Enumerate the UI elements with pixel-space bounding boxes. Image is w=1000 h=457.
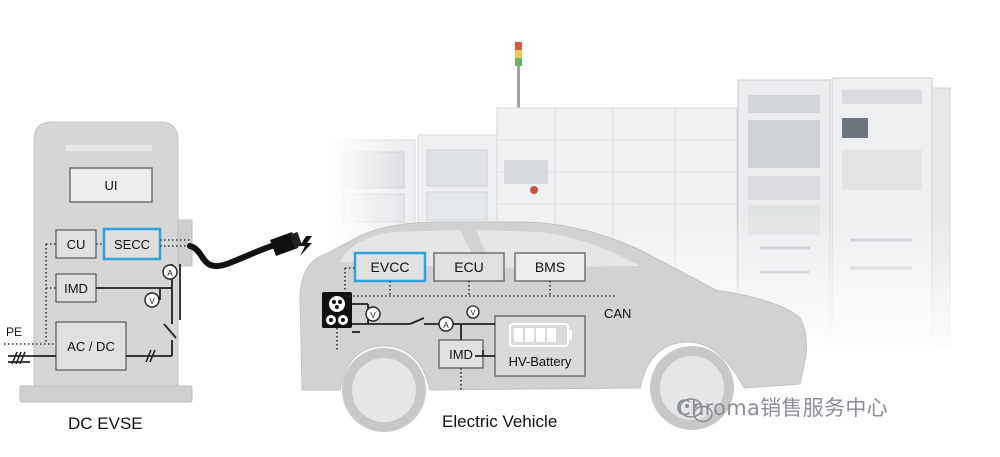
evse-voltmeter-icon [144, 292, 160, 308]
bms-label: BMS [535, 259, 565, 275]
lightning-icon [300, 236, 312, 256]
dc-evse-charger: UI CU SECC IMD AC / DC PE A V [4, 121, 193, 403]
battery-icon [509, 323, 572, 347]
hv-battery-label: HV-Battery [509, 354, 572, 369]
can-label: CAN [604, 306, 631, 321]
electric-vehicle: EVCC ECU BMS IMD HV-Battery CAN V A V [299, 221, 807, 432]
evse-voltmeter-label: V [149, 297, 155, 306]
secc-box [102, 227, 162, 261]
ev-voltmeter-label: V [370, 311, 376, 320]
acdc-box [55, 321, 127, 371]
electric-vehicle-label: Electric Vehicle [442, 412, 558, 431]
wechat-icon [679, 398, 713, 423]
ev-voltmeter-icon [365, 306, 381, 322]
secc-label: SECC [114, 237, 150, 252]
ev-imd-label: IMD [449, 347, 473, 362]
evse-ammeter-icon [162, 264, 178, 280]
charging-inlet-icon [322, 292, 352, 328]
ecu-label: ECU [454, 259, 484, 275]
bms-box [514, 252, 586, 282]
ev-voltmeter-2-icon [466, 305, 480, 319]
ev-ammeter-label: A [443, 321, 449, 330]
ui-box [69, 167, 153, 203]
evcc-label: EVCC [371, 259, 410, 275]
evse-imd-box [55, 273, 97, 303]
watermark-text: Chroma销售服务中心 [676, 396, 888, 420]
ev-voltmeter-2-label: V [471, 310, 476, 317]
charging-cable [187, 232, 312, 270]
evse-ammeter-label: A [167, 269, 173, 278]
charging-plug-icon [270, 232, 298, 256]
ui-label: UI [105, 178, 118, 193]
cu-label: CU [67, 237, 86, 252]
pe-label: PE [6, 325, 22, 339]
acdc-label: AC / DC [67, 339, 115, 354]
evse-imd-label: IMD [64, 281, 88, 296]
dc-evse-label: DC EVSE [68, 414, 143, 433]
ev-ammeter-icon [438, 316, 454, 332]
